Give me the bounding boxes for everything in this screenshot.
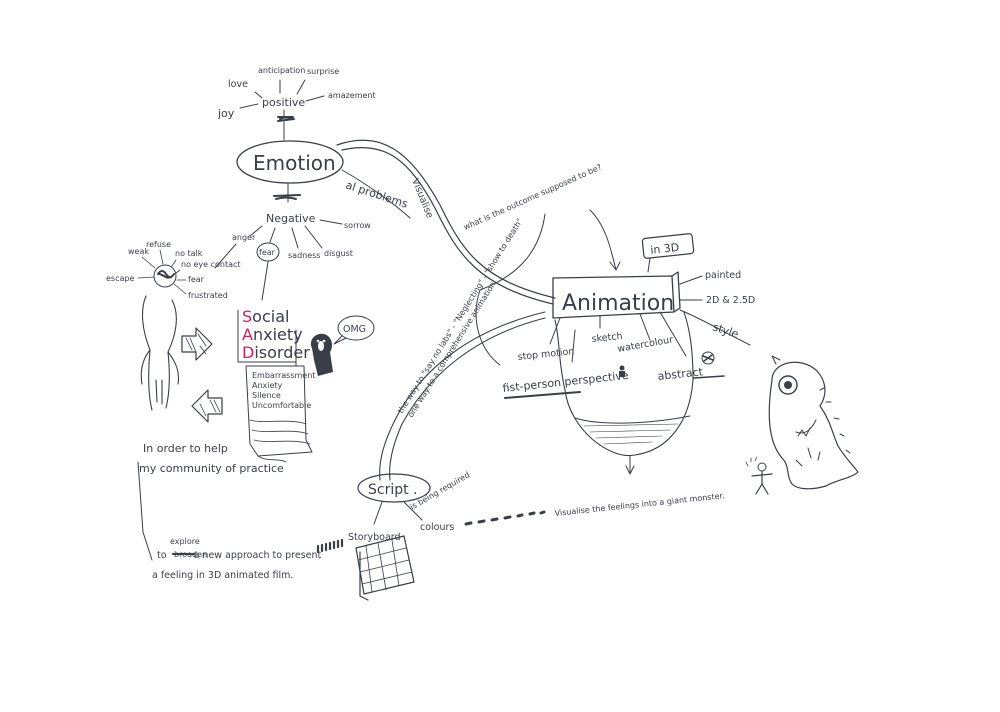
- scroll-list: Embarrassment Anxiety Silence Uncomforta…: [245, 365, 315, 463]
- scroll-word-uncomfortable: Uncomfortable: [252, 401, 311, 410]
- community-line-2: my community of practice: [139, 462, 284, 475]
- sad-line-3: Disorder: [242, 343, 310, 362]
- omg-text: OMG: [343, 324, 366, 335]
- emotion-title: Emotion: [253, 151, 336, 175]
- abstract-doodle-icon: [693, 351, 725, 379]
- positive-word-joy: joy: [217, 107, 235, 120]
- negative-word-fear: fear: [259, 248, 276, 257]
- positive-word-surprise: surprise: [307, 67, 339, 76]
- sad-line-2: Anxiety: [242, 325, 303, 344]
- label-2d-25d: 2D & 2.5D: [706, 295, 755, 306]
- scroll-word-embarrassment: Embarrassment: [252, 371, 315, 380]
- sad-line-1: Social: [242, 307, 289, 326]
- negative-word-disgust: disgust: [324, 249, 353, 258]
- negative-word-anger: anger: [232, 233, 256, 242]
- positive-rays: [239, 79, 325, 119]
- style-stop-motion: stop motion: [517, 346, 575, 363]
- small-person-icon: [745, 456, 773, 495]
- negative-word-sorrow: sorrow: [344, 221, 371, 230]
- fear-word-frustrated: frustrated: [188, 291, 228, 300]
- community-text: In order to help my community of practic…: [137, 442, 284, 561]
- negative-title: Negative: [266, 212, 316, 225]
- positive-title: positive: [262, 96, 305, 109]
- outcome-question: what is the outcome supposed to be?: [462, 162, 603, 231]
- arc-text-2: one way to a comprehensive animation: [406, 280, 497, 419]
- goal-line-1: to a new approach to present: [157, 550, 321, 561]
- script-note: is being required: [409, 470, 472, 511]
- goal-word-explore: explore: [170, 537, 200, 546]
- monster-icon: [768, 355, 859, 490]
- omg-bubble: OMG: [333, 315, 375, 345]
- style-abstract: abstract: [657, 365, 704, 383]
- fear-word-refuse: refuse: [146, 240, 171, 249]
- positive-word-love: love: [228, 79, 248, 90]
- fear-word-fear: fear: [188, 275, 205, 284]
- positive-word-anticipation: anticipation: [258, 66, 305, 75]
- label-painted: painted: [705, 270, 741, 281]
- monster-caption: Visualise the feelings into a giant mons…: [554, 491, 725, 518]
- first-person-perspective: fist-person perspective: [502, 369, 629, 395]
- colours-label: colours: [420, 522, 454, 533]
- person-figure-icon: [140, 295, 180, 411]
- script-node: Script . is being required Storyboard co…: [348, 470, 471, 543]
- goal-line-2: a feeling in 3D animated film.: [152, 570, 293, 581]
- fear-word-cluster: weak refuse no talk no eye contact escap…: [106, 240, 241, 300]
- storyboard-grid-icon: [355, 535, 415, 601]
- sad-box: Social Anxiety Disorder: [237, 307, 310, 367]
- fear-word-weak: weak: [128, 247, 149, 256]
- style-sketch: sketch: [591, 331, 623, 345]
- community-line-1: In order to help: [143, 442, 228, 455]
- script-arc: [379, 311, 546, 481]
- dash-trail: [464, 510, 546, 526]
- fear-word-no-eye-contact: no eye contact: [181, 260, 241, 269]
- negative-cluster: Negative anger fear sadness disgust sorr…: [214, 212, 371, 301]
- storyboard-label: Storyboard: [348, 532, 401, 543]
- emotion-node: Emotion al problems: [236, 121, 411, 219]
- style-watercolour: watercolour: [617, 334, 674, 355]
- positive-cluster: positive love anticipation surprise joy …: [217, 66, 376, 122]
- scroll-word-anxiety: Anxiety: [252, 381, 283, 390]
- goal-text: to a new approach to present explore bro…: [152, 537, 344, 581]
- fear-word-no-talk: no talk: [175, 249, 203, 258]
- visualise-label: Visualise: [409, 177, 435, 220]
- right-arrow-icon: [181, 327, 213, 361]
- tiny-figure-icon: [619, 365, 625, 377]
- scream-figure-icon: [310, 333, 333, 376]
- fear-word-escape: escape: [106, 274, 134, 283]
- script-title: Script .: [368, 482, 418, 498]
- animation-node: Animation in 3D what is the outcome supp…: [462, 162, 755, 475]
- left-arrow-icon: [191, 389, 223, 423]
- animation-title-rest: Animation: [562, 291, 674, 316]
- emotion-branch-text: al problems: [344, 178, 410, 210]
- scribble-mark: [277, 116, 295, 122]
- negative-word-sadness: sadness: [288, 251, 320, 260]
- positive-word-amazement: amazement: [328, 91, 376, 100]
- animation-badge: in 3D: [650, 241, 680, 257]
- scroll-word-silence: Silence: [252, 391, 281, 400]
- visualise-connector: [336, 139, 556, 299]
